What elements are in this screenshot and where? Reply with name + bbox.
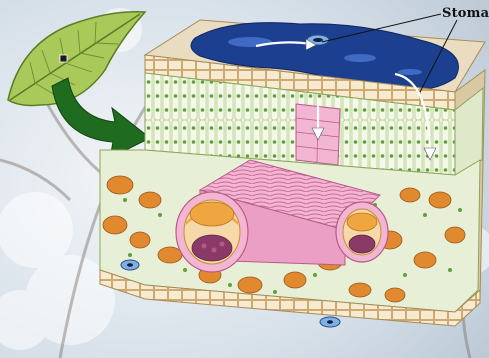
vascular-bundle-left: [176, 192, 248, 272]
stoma-label: Stoma: [442, 6, 489, 21]
vascular-bundle-right: [336, 202, 388, 262]
